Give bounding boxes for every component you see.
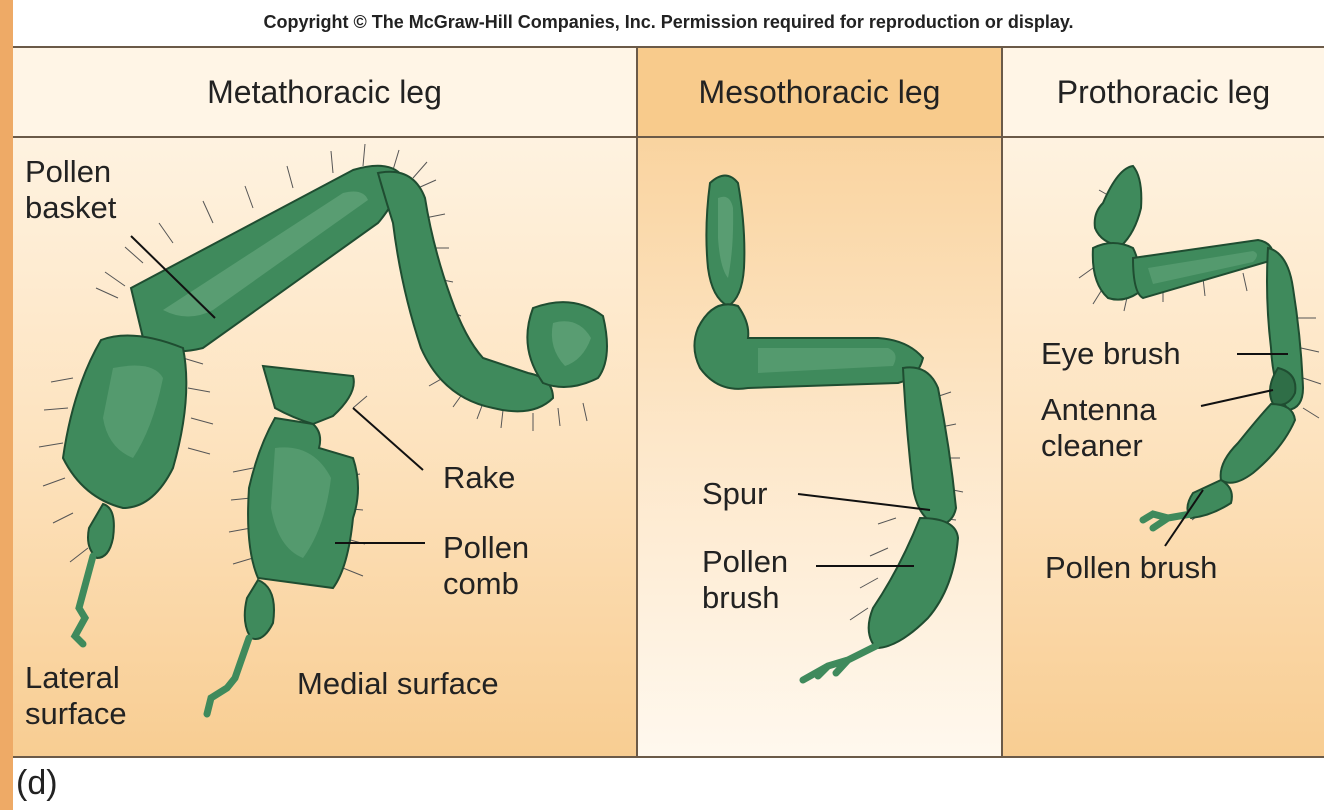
figure-page: Copyright © The McGraw-Hill Companies, I…: [13, 0, 1324, 810]
spur-label: Spur: [702, 476, 767, 512]
upper-leg-segment: [378, 172, 607, 412]
lateral-surface-label: Lateral surface: [25, 660, 127, 732]
eye-brush-label: Eye brush: [1041, 336, 1181, 372]
mesothoracic-leg-illustration: [638, 48, 1001, 756]
pollen-basket-label: Pollen basket: [25, 154, 116, 226]
prothoracic-pollen-brush-label: Pollen brush: [1045, 550, 1217, 586]
antenna-cleaner-label: Antenna cleaner: [1041, 392, 1157, 464]
metathoracic-panel: Metathoracic leg: [13, 48, 636, 756]
bee-leg-figure: Metathoracic leg: [13, 46, 1324, 758]
copyright-notice: Copyright © The McGraw-Hill Companies, I…: [13, 0, 1324, 44]
mesothoracic-panel: Mesothoracic leg: [636, 48, 1003, 756]
figure-part-label: (d): [16, 764, 58, 803]
mesothoracic-pollen-brush-label: Pollen brush: [702, 544, 788, 616]
medial-surface-label: Medial surface: [297, 666, 499, 702]
medial-surface-leg: [207, 366, 358, 714]
prothoracic-panel: Prothoracic leg: [1003, 48, 1324, 756]
pollen-comb-label: Pollen comb: [443, 530, 529, 602]
rake-label: Rake: [443, 460, 515, 496]
